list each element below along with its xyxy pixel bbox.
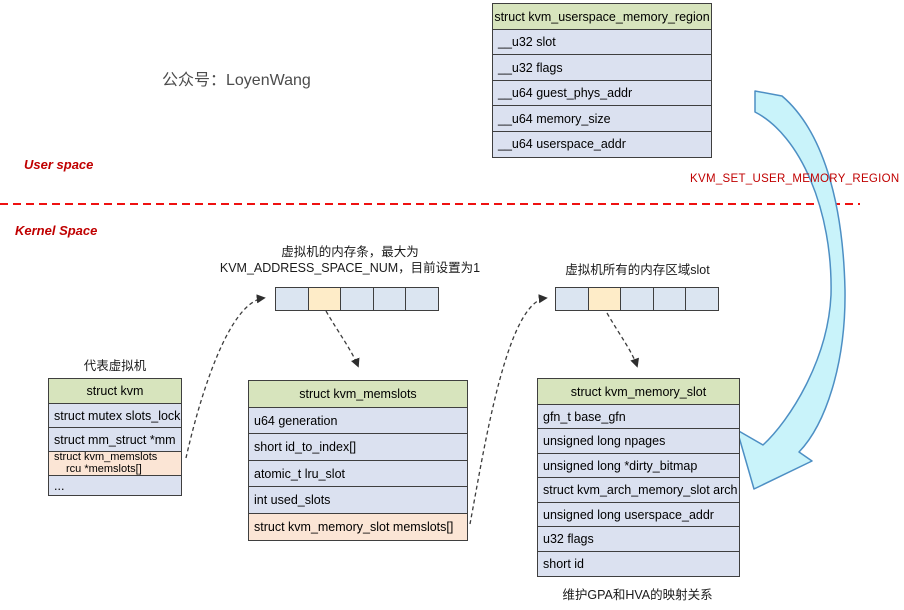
- struct-table-header: struct kvm: [48, 378, 182, 404]
- kvm-set-user-memory-region-label: KVM_SET_USER_MEMORY_REGION: [690, 173, 900, 185]
- array-cell: [652, 287, 687, 311]
- struct-field-row: int used_slots: [248, 486, 468, 514]
- array-cell: [620, 287, 654, 311]
- struct-field-row: short id_to_index[]: [248, 433, 468, 461]
- slot-bar-caption: 虚拟机所有的内存区域slot: [565, 263, 710, 277]
- arrow-memory-bar-to-memslots: [325, 310, 360, 368]
- kvm-memslots-table: struct kvm_memslots u64 generation short…: [248, 380, 468, 541]
- struct-field-row: atomic_t lru_slot: [248, 459, 468, 488]
- kvm-table-caption: 代表虚拟机: [83, 359, 147, 373]
- watermark-text: 公众号：LoyenWang: [162, 72, 311, 89]
- memory-bar-array: [275, 287, 439, 311]
- user-space-label: User space: [24, 157, 94, 172]
- struct-field-row: __u32 slot: [492, 28, 712, 56]
- struct-field-row: struct mm_struct *mm: [48, 427, 182, 452]
- struct-field-row: gfn_t base_gfn: [537, 403, 740, 430]
- memory-bar-caption-line2: KVM_ADDRESS_SPACE_NUM，目前设置为1: [219, 261, 481, 275]
- struct-field-row: __u64 memory_size: [492, 105, 712, 132]
- kvm-memory-slot-table: struct kvm_memory_slot gfn_t base_gfn un…: [537, 378, 740, 577]
- field-line: rcu *memslots[]: [66, 462, 142, 475]
- memory-bar-caption: 虚拟机的内存条，最大为 KVM_ADDRESS_SPACE_NUM，目前设置为1: [215, 244, 485, 276]
- arrow-memslots-to-slot-bar: [469, 294, 548, 525]
- struct-field-row: __u32 flags: [492, 54, 712, 81]
- array-cell: [275, 287, 309, 311]
- array-cell: [685, 287, 719, 311]
- struct-field-row: u32 flags: [537, 526, 740, 552]
- array-cell: [340, 287, 374, 311]
- struct-field-row-memslots: struct kvm_memory_slot memslots[]: [248, 512, 468, 541]
- userspace-memory-region-table: struct kvm_userspace_memory_region __u32…: [492, 3, 712, 158]
- field-line: struct kvm_memslots: [54, 451, 158, 463]
- struct-field-row: __u64 userspace_addr: [492, 130, 712, 158]
- array-cell-highlighted: [307, 287, 342, 311]
- array-cell: [555, 287, 589, 311]
- kernel-space-label: Kernel Space: [15, 223, 98, 238]
- struct-field-row-memslots: struct kvm_memslots rcu *memslots[]: [48, 450, 182, 477]
- ioctl-curved-arrow: [736, 90, 846, 490]
- struct-field-row: ...: [48, 475, 182, 496]
- struct-table-header: struct kvm_memslots: [248, 380, 468, 408]
- struct-field-row: short id: [537, 550, 740, 577]
- struct-field-row: u64 generation: [248, 406, 468, 435]
- array-cell: [405, 287, 439, 311]
- struct-field-row: unsigned long npages: [537, 428, 740, 454]
- kvm-table: struct kvm struct mutex slots_lock struc…: [48, 378, 182, 496]
- struct-field-row: struct kvm_arch_memory_slot arch: [537, 477, 740, 503]
- array-cell-highlighted: [587, 287, 622, 311]
- arrow-slot-bar-to-memory-slot: [606, 312, 640, 368]
- struct-field-row: unsigned long userspace_addr: [537, 501, 740, 528]
- struct-table-header: struct kvm_memory_slot: [537, 378, 740, 405]
- struct-field-row: struct mutex slots_lock: [48, 402, 182, 429]
- struct-field-row: unsigned long *dirty_bitmap: [537, 452, 740, 479]
- struct-table-header: struct kvm_userspace_memory_region: [492, 3, 712, 30]
- struct-field-row: __u64 guest_phys_addr: [492, 79, 712, 107]
- memory-slot-caption: 维护GPA和HVA的映射关系: [562, 588, 713, 602]
- array-cell: [372, 287, 407, 311]
- memory-bar-caption-line1: 虚拟机的内存条，最大为: [281, 245, 419, 259]
- slot-bar-array: [555, 287, 719, 311]
